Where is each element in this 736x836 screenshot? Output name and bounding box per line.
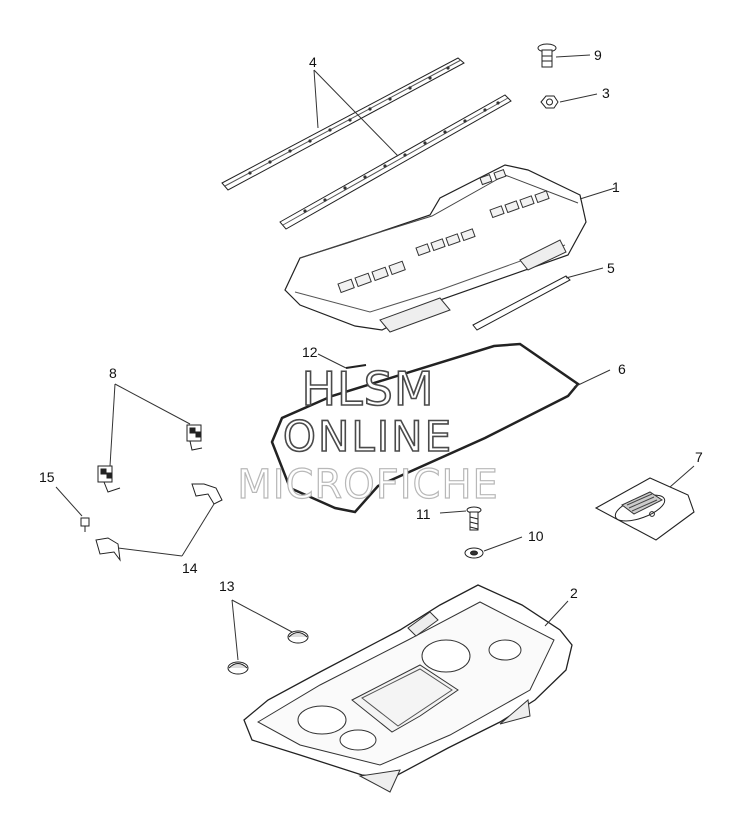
part-3-nut (540, 93, 598, 109)
callout-12: 12 (302, 344, 318, 360)
part-9-bolt (537, 43, 591, 68)
part-8-clip-lower (97, 465, 121, 493)
callout-4: 4 (309, 54, 317, 70)
callout-2: 2 (570, 585, 578, 601)
callout-1: 1 (612, 179, 620, 195)
callout-8: 8 (109, 365, 117, 381)
callout-10: 10 (528, 528, 544, 544)
part-6-gasket (270, 342, 611, 514)
part-2-lower-tub (243, 584, 573, 793)
part-8-clip-upper (186, 424, 203, 451)
callout-13: 13 (219, 578, 235, 594)
part-11-screw (439, 506, 482, 531)
callout-7: 7 (695, 449, 703, 465)
part-14-bracket-left (95, 537, 121, 562)
part-1-upper-tray (284, 164, 616, 333)
leader-4 (313, 69, 399, 157)
watermark-line-3: MICROFICHE (237, 461, 499, 508)
leader-8 (109, 383, 191, 467)
part-4-strip-right (279, 94, 512, 230)
callout-6: 6 (618, 361, 626, 377)
part-10-washer (464, 536, 523, 559)
watermark-line-2: ONLINE (282, 411, 454, 462)
callout-5: 5 (607, 260, 615, 276)
part-13-plugs (227, 599, 309, 675)
callout-11: 11 (416, 506, 431, 522)
callout-3: 3 (602, 85, 610, 101)
part-14-bracket-right (191, 483, 223, 505)
callout-15: 15 (39, 469, 55, 485)
part-4-strip-left (221, 57, 465, 191)
callout-14: 14 (182, 560, 198, 576)
leader-14 (117, 503, 215, 557)
part-5-strip (472, 267, 604, 331)
part-7-cover (594, 465, 695, 541)
part-12-tab (345, 364, 367, 369)
callout-9: 9 (594, 47, 602, 63)
leader-12 (317, 353, 347, 369)
part-15-screw (55, 486, 90, 532)
watermark-line-1: HLSM (301, 361, 435, 417)
